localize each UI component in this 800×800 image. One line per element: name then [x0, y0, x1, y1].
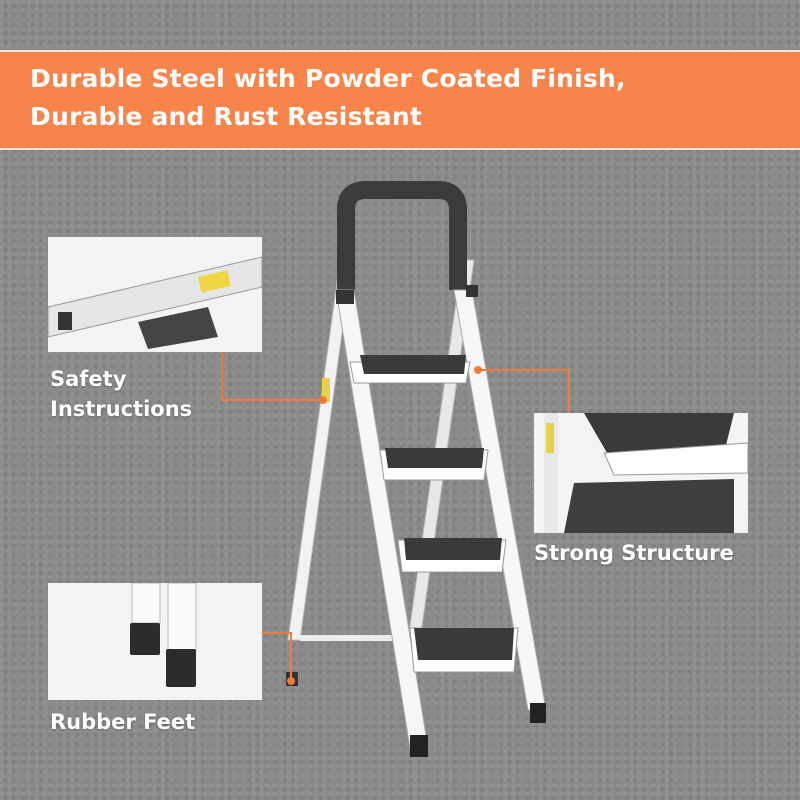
safety-label-2: Instructions: [50, 397, 193, 421]
feet-leader-line: [290, 632, 292, 680]
strong-structure-inset: [534, 413, 748, 533]
safety-leader-line: [221, 352, 223, 400]
strong-structure-label: Strong Structure: [534, 541, 734, 565]
headline-line-2: Durable and Rust Resistant: [30, 102, 423, 131]
feet-leader-line-h: [262, 632, 291, 634]
strong-leader-line: [568, 369, 570, 413]
strong-leader-line-h: [478, 369, 570, 371]
safety-instructions-inset: [48, 237, 262, 352]
headline-banner: Durable Steel with Powder Coated Finish,…: [0, 50, 800, 150]
rubber-feet-label: Rubber Feet: [50, 710, 196, 734]
safety-leader-line-h: [221, 399, 323, 401]
ladder-steps: [349, 355, 519, 673]
feet-dot: [287, 677, 295, 685]
safety-label-1: Safety: [50, 367, 127, 391]
strong-dot: [474, 366, 482, 374]
safety-dot: [319, 396, 327, 404]
rubber-feet-inset: [48, 583, 262, 700]
headline-line-1: Durable Steel with Powder Coated Finish,: [30, 64, 626, 93]
